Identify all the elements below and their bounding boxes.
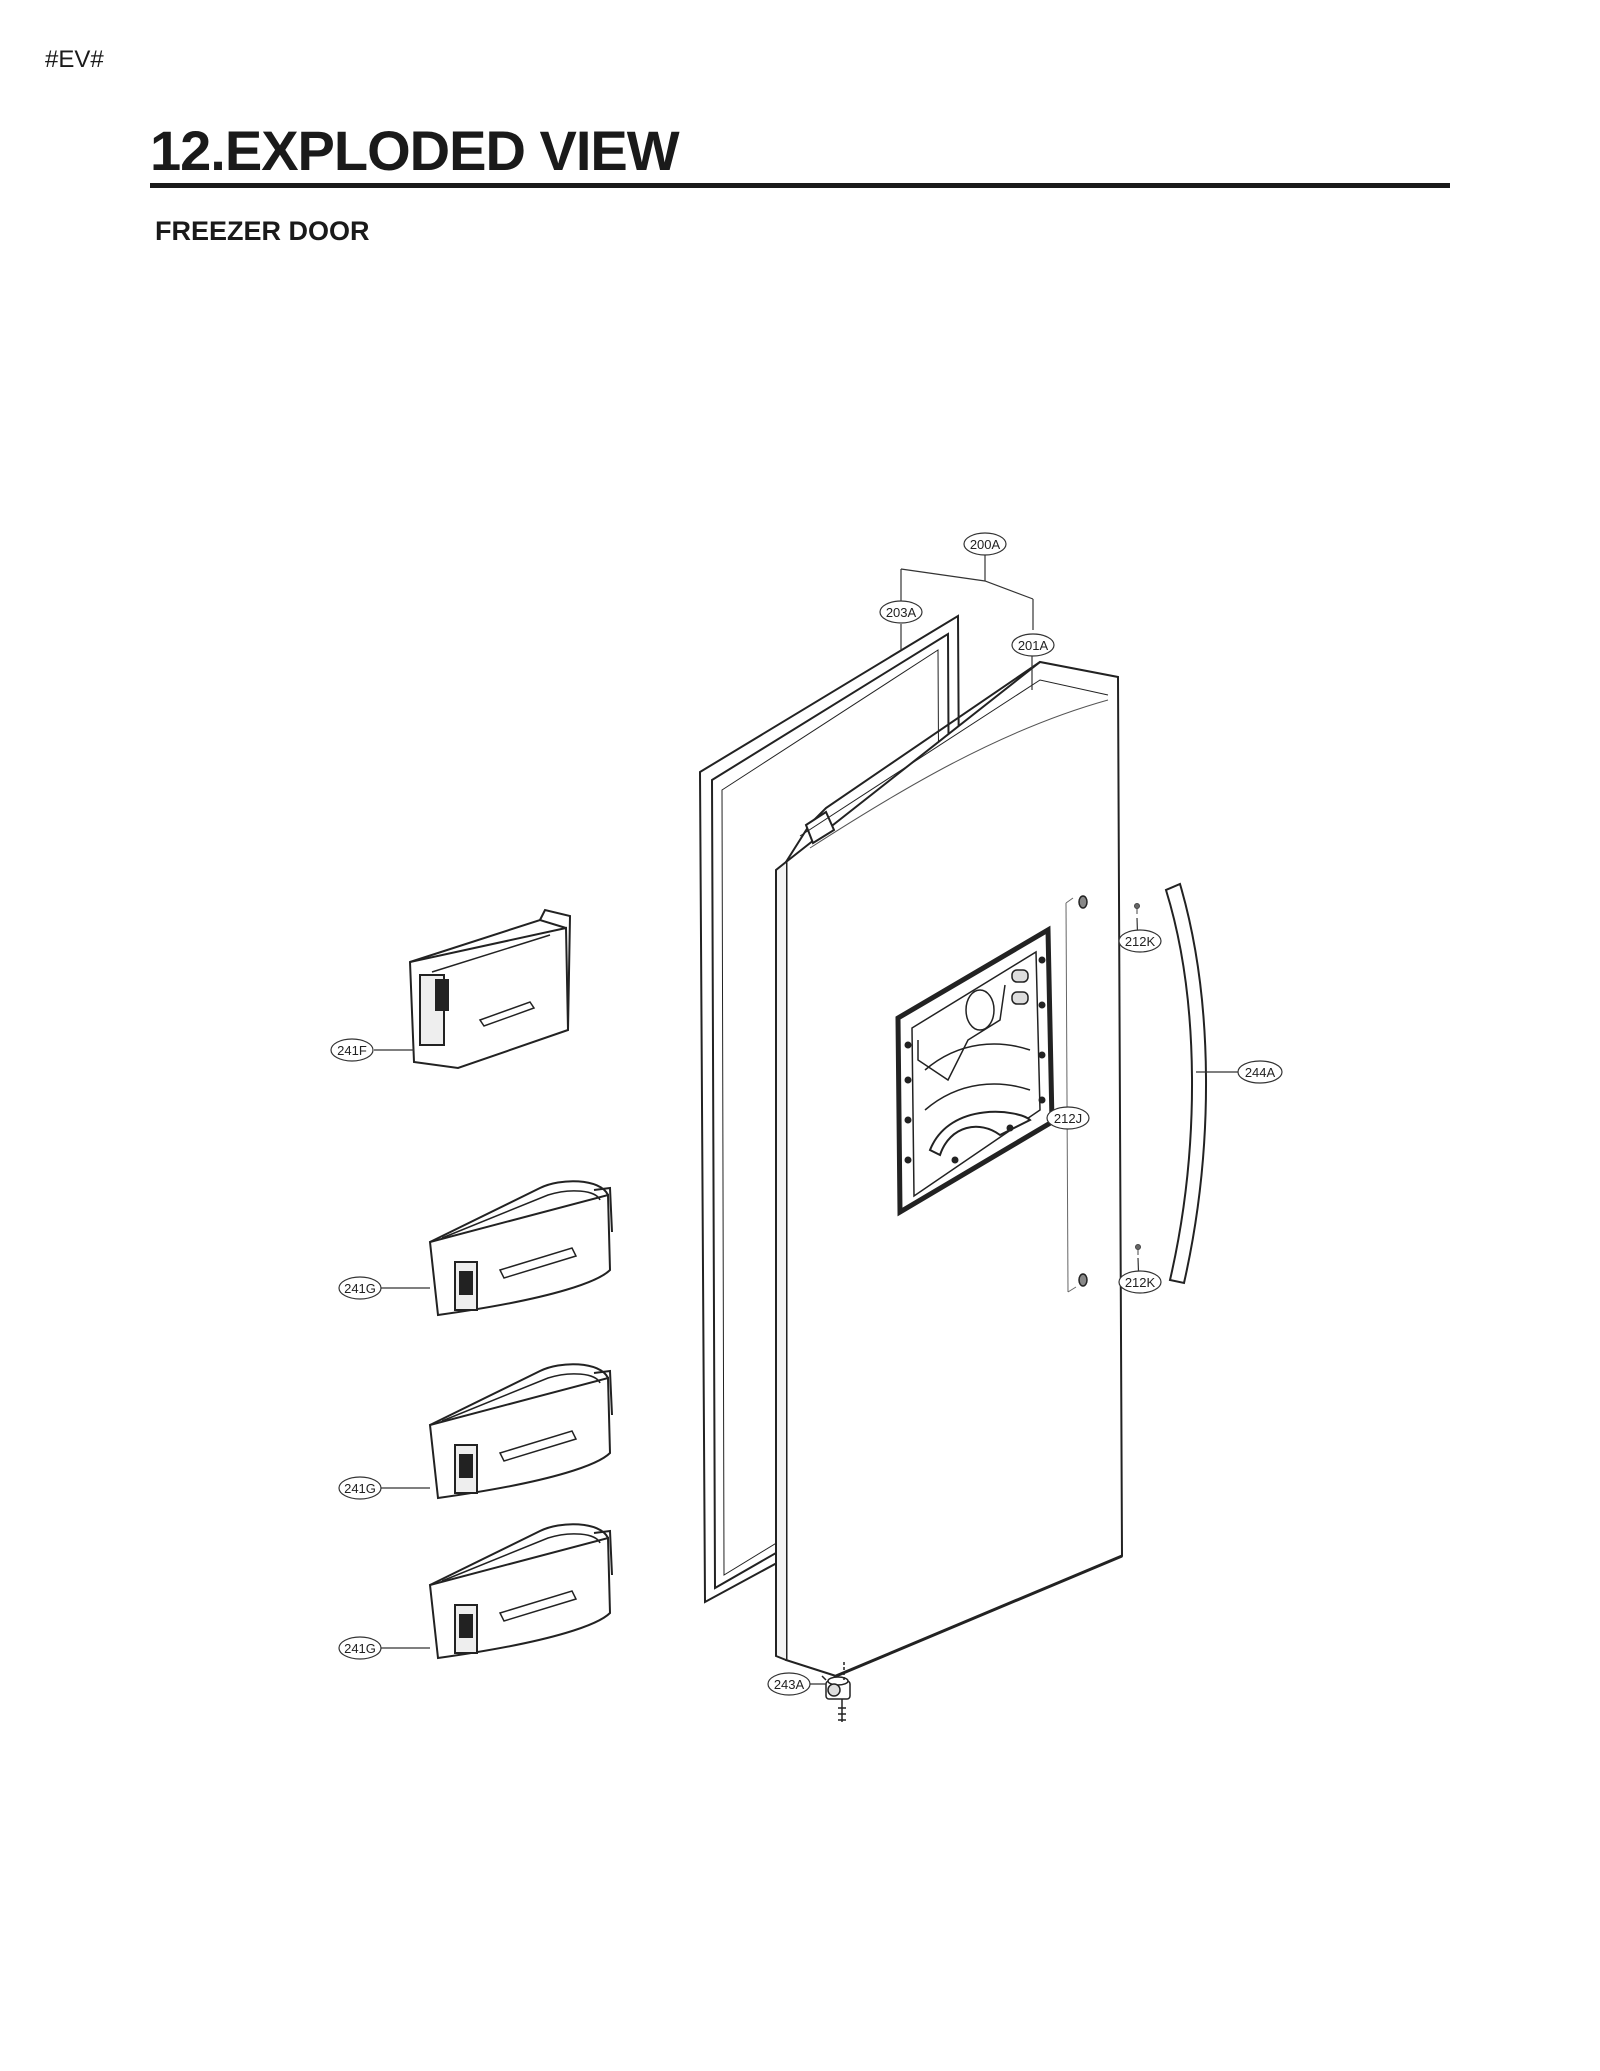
page-title: 12.EXPLODED VIEW bbox=[150, 119, 680, 182]
svg-text:241G: 241G bbox=[344, 1641, 376, 1656]
section-title: FREEZER DOOR bbox=[155, 216, 370, 246]
dispenser-recess bbox=[895, 925, 1055, 1217]
callout-241g-3: 241G bbox=[338, 1636, 382, 1660]
callout-241g-2: 241G bbox=[338, 1476, 382, 1500]
door-bin-241g-2 bbox=[428, 1363, 613, 1500]
callout-212k-bottom: 212K bbox=[1118, 1270, 1162, 1294]
callout-200a: 200A bbox=[963, 532, 1007, 556]
svg-text:243A: 243A bbox=[774, 1677, 805, 1692]
screw-212k-parts bbox=[1134, 903, 1141, 1255]
handle-studs bbox=[1065, 895, 1088, 1293]
svg-text:244A: 244A bbox=[1245, 1065, 1276, 1080]
svg-text:201A: 201A bbox=[1018, 638, 1049, 653]
svg-text:212K: 212K bbox=[1125, 1275, 1156, 1290]
door-bin-241g-1 bbox=[428, 1180, 613, 1317]
callout-243a: 243A bbox=[767, 1672, 811, 1696]
svg-text:241G: 241G bbox=[344, 1481, 376, 1496]
door-bin-241f bbox=[408, 908, 572, 1070]
callout-212k-top: 212K bbox=[1118, 929, 1162, 953]
callout-241g-1: 241G bbox=[338, 1276, 382, 1300]
door-handle bbox=[1164, 882, 1208, 1285]
lower-hinge bbox=[821, 1662, 851, 1722]
page-tag: #EV# bbox=[45, 46, 104, 73]
callout-203a: 203A bbox=[879, 600, 923, 624]
svg-text:200A: 200A bbox=[970, 537, 1001, 552]
callout-212j: 212J bbox=[1046, 1106, 1090, 1130]
callout-241f: 241F bbox=[330, 1038, 374, 1062]
callout-201a: 201A bbox=[1011, 633, 1055, 657]
svg-text:241G: 241G bbox=[344, 1281, 376, 1296]
door-bin-241g-3 bbox=[428, 1523, 613, 1660]
svg-text:212J: 212J bbox=[1054, 1111, 1082, 1126]
callout-244a: 244A bbox=[1237, 1060, 1283, 1084]
svg-text:241F: 241F bbox=[337, 1043, 367, 1058]
svg-text:212K: 212K bbox=[1125, 934, 1156, 949]
svg-text:203A: 203A bbox=[886, 605, 917, 620]
title-underline bbox=[150, 183, 1450, 188]
